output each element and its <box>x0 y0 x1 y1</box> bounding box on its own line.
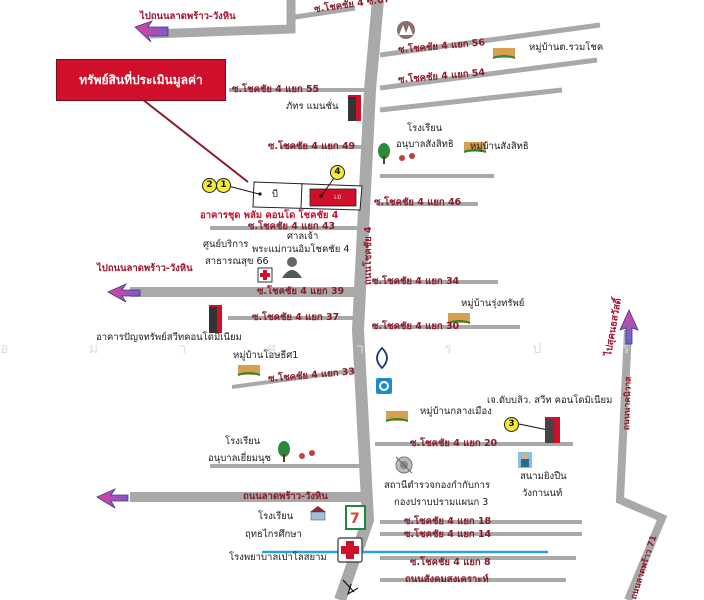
condo-plum: อาคารชุด พลัม คอนโด โชคชัย 4 <box>200 210 339 221</box>
badge-4: 4 <box>330 165 345 180</box>
soi-49: ซ.โชคชัย 4 แยก 49 <box>268 141 356 152</box>
direction-mid-left: ไปถนนลาดพร้าว-วังหิน <box>97 263 193 274</box>
soi-14: ซ.โชคชัย 4 แยก 14 <box>404 529 492 540</box>
arrow-icon <box>96 20 639 509</box>
school-yiammanut-line1: โรงเรียน <box>225 436 261 447</box>
village-klangmuang: หมู่บ้านกลางเมือง <box>420 406 492 417</box>
road-nak-niwat: ถนนนาคนิวาส <box>622 376 634 431</box>
subject-plots <box>227 177 549 431</box>
krungthai-bank-icon <box>376 378 392 394</box>
phat-mansion: ภัทร แมนชั่น <box>286 101 339 112</box>
badge-1: 1 <box>216 178 231 193</box>
soi-46: ซ.โชคชัย 4 แยก 46 <box>374 197 462 208</box>
break-symbol <box>342 579 359 596</box>
bangkok-bank-icon <box>376 346 388 370</box>
soi-55: ซ.โชคชัย 4 แยก 55 <box>232 84 320 95</box>
soi-37: ซ.โชคชัย 4 แยก 37 <box>252 312 340 323</box>
building-icon <box>209 95 560 443</box>
school-anuban-sangsit-line2: อนุบาลสังสิทธิ <box>396 139 454 150</box>
road-sangkhom-songkhro: ถนนสังคมสงเคราะห์ <box>405 574 489 585</box>
school-rittaikrai-line1: โรงเรียน <box>258 511 294 522</box>
seven-eleven-icon: 7 <box>345 505 366 530</box>
health-center-line2: สาธารณสุข 66 <box>205 256 269 267</box>
police-station-icon <box>395 456 413 474</box>
badge-3: 3 <box>504 417 519 432</box>
school-yiammanut-line2: อนุบาลเยี่ยมนุช <box>208 453 271 464</box>
plot-a-label: เอ <box>334 192 342 201</box>
shooting-range-icon <box>518 452 532 468</box>
watermark: อ ม า ศ า ร ป ร ะ จ ท ะ ย ป จ า <box>0 341 704 357</box>
shooting-range-line1: สนามยิงปืน <box>520 471 567 482</box>
punjasap-condo: อาคารปัญจทรัพย์สวีทคอนโดมิเนียม <box>96 332 242 343</box>
police-line1: สถานีตำรวจกองกำกับการ <box>384 480 491 491</box>
shrine-line2: พระแม่กวนอิมโชคชัย 4 <box>252 244 350 255</box>
crown-logo-icon <box>397 21 415 39</box>
shrine-line1: ศาลเจ้า <box>287 231 319 242</box>
village-oisit: หมู่บ้านโอษธีศ1 <box>233 350 299 361</box>
school-icon <box>278 143 415 521</box>
road-lat-phrao-wanghin: ถนนลาดพร้าว-วังหิน <box>243 491 328 502</box>
health-center-line1: ศูนย์บริการ <box>203 239 249 250</box>
hospital-paolo-siam: โรงพยาบาลเปาโลสยาม <box>229 552 327 563</box>
police-line2: กองปราบปรามแผนก 3 <box>394 497 489 508</box>
plot-b-label: บี <box>272 189 279 200</box>
soi-43: ซ.โชคชัย 4 แยก 43 <box>248 221 336 232</box>
village-icon <box>237 48 516 422</box>
soi-39: ซ.โชคชัย 4 แยก 39 <box>257 286 345 297</box>
school-anuban-sangsit-line1: โรงเรียน <box>407 123 443 134</box>
badge-2: 2 <box>202 178 217 193</box>
red-cross-icon <box>257 267 363 563</box>
soi-30: ซ.โชคชัย 4 แยก 30 <box>372 321 460 332</box>
subject-property-title: ทรัพย์สินที่ประเมินมูลค่า <box>56 59 226 101</box>
guanyin-shrine-icon <box>282 257 302 278</box>
village-sangsit: หมู่บ้านสังสิทธิ <box>470 141 529 152</box>
soi-18: ซ.โชคชัย 4 แยก 18 <box>404 516 492 527</box>
school-rittaikrai-line2: ฤทธไกรศึกษา <box>245 529 302 540</box>
soi-34: ซ.โชคชัย 4 แยก 34 <box>372 276 460 287</box>
jw-suite-condo: เจ.ดับบลิว. สวีท คอนโดมิเนียม <box>487 395 613 406</box>
soi-20: ซ.โชคชัย 4 แยก 20 <box>410 438 498 449</box>
direction-top-left: ไปถนนลาดพร้าว-วังหิน <box>140 11 236 22</box>
village-rungsap: หมู่บ้านรุ่งทรัพย์ <box>461 298 525 309</box>
svg-text:7: 7 <box>350 511 360 527</box>
village-ruamchok: หมู่บ้านต.รวมโชค <box>529 42 604 53</box>
soi-8: ซ.โชคชัย 4 แยก 8 <box>410 557 491 568</box>
shooting-range-line2: วังกานนท์ <box>522 488 563 499</box>
